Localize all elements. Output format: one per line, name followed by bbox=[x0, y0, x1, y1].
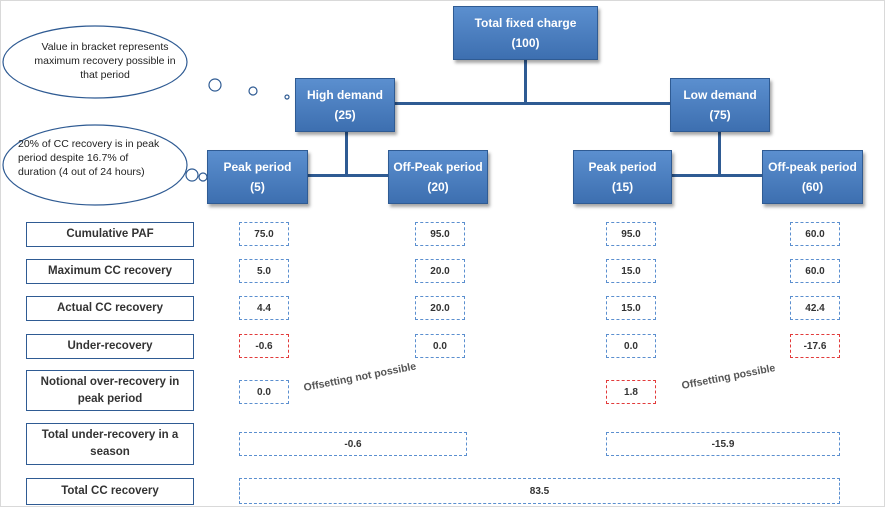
value-cell: 20.0 bbox=[415, 259, 465, 283]
value-cell: 60.0 bbox=[790, 259, 840, 283]
row-label-under-recovery: Under-recovery bbox=[26, 334, 194, 359]
callout-cloud-1 bbox=[2, 25, 188, 99]
node-value: (60) bbox=[801, 180, 824, 194]
value-cell-highlight: 1.8 bbox=[606, 380, 656, 404]
value-cell: 0.0 bbox=[239, 380, 289, 404]
value-cell-highlight: -17.6 bbox=[790, 334, 840, 358]
value-cell: 15.0 bbox=[606, 296, 656, 320]
value-cell: 42.4 bbox=[790, 296, 840, 320]
row-label-notional-over-recovery: Notional over-recovery in peak period bbox=[26, 370, 194, 411]
row-label-maximum-cc-recovery: Maximum CC recovery bbox=[26, 259, 194, 284]
connector bbox=[524, 58, 527, 105]
connector bbox=[306, 174, 388, 177]
node-high-offpeak-period: Off-Peak period (20) bbox=[388, 150, 488, 204]
node-value: (5) bbox=[250, 180, 265, 194]
node-high-peak-period: Peak period (5) bbox=[207, 150, 308, 204]
node-value: (25) bbox=[334, 108, 356, 122]
callout-text-1: Value in bracket represents maximum reco… bbox=[34, 41, 176, 81]
callout-cloud-2 bbox=[2, 124, 188, 206]
cloud-bubble bbox=[208, 78, 222, 92]
node-title: Off-Peak period bbox=[393, 160, 483, 174]
connector bbox=[345, 130, 348, 177]
node-title: Low demand bbox=[683, 88, 757, 102]
connector bbox=[670, 174, 762, 177]
value-cell: 75.0 bbox=[239, 222, 289, 246]
value-cell: 4.4 bbox=[239, 296, 289, 320]
value-cell: 20.0 bbox=[415, 296, 465, 320]
node-low-offpeak-period: Off-peak period (60) bbox=[762, 150, 863, 204]
row-label-total-cc-recovery: Total CC recovery bbox=[26, 478, 194, 505]
value-cell: 0.0 bbox=[606, 334, 656, 358]
season-total-cell: -15.9 bbox=[606, 432, 840, 456]
value-cell: 5.0 bbox=[239, 259, 289, 283]
value-cell: 95.0 bbox=[415, 222, 465, 246]
row-label-cumulative-paf: Cumulative PAF bbox=[26, 222, 194, 247]
connector bbox=[395, 102, 670, 105]
node-value: (15) bbox=[611, 180, 634, 194]
node-title: Total fixed charge bbox=[474, 16, 577, 30]
node-value: (100) bbox=[511, 36, 540, 50]
node-title: Peak period bbox=[588, 160, 657, 174]
node-title: Peak period bbox=[223, 160, 292, 174]
node-low-peak-period: Peak period (15) bbox=[573, 150, 672, 204]
value-cell: 60.0 bbox=[790, 222, 840, 246]
cloud-bubble bbox=[284, 94, 290, 100]
node-total-fixed-charge: Total fixed charge (100) bbox=[453, 6, 598, 60]
node-high-demand: High demand (25) bbox=[295, 78, 395, 132]
cloud-bubble bbox=[248, 86, 258, 96]
cloud-bubble bbox=[185, 168, 199, 182]
node-title: High demand bbox=[306, 88, 383, 102]
connector bbox=[718, 130, 721, 177]
value-cell: 95.0 bbox=[606, 222, 656, 246]
row-label-total-under-recovery: Total under-recovery in a season bbox=[26, 423, 194, 465]
row-label-actual-cc-recovery: Actual CC recovery bbox=[26, 296, 194, 321]
node-low-demand: Low demand (75) bbox=[670, 78, 770, 132]
callout-text-2: 20% of CC recovery is in peak period des… bbox=[18, 138, 160, 178]
total-cc-recovery-cell: 83.5 bbox=[239, 478, 840, 504]
value-cell-highlight: -0.6 bbox=[239, 334, 289, 358]
season-total-cell: -0.6 bbox=[239, 432, 467, 456]
node-title: Off-peak period bbox=[768, 160, 857, 174]
node-value: (20) bbox=[427, 180, 449, 194]
value-cell: 15.0 bbox=[606, 259, 656, 283]
node-value: (75) bbox=[709, 108, 731, 122]
value-cell: 0.0 bbox=[415, 334, 465, 358]
cloud-bubble bbox=[198, 172, 208, 182]
